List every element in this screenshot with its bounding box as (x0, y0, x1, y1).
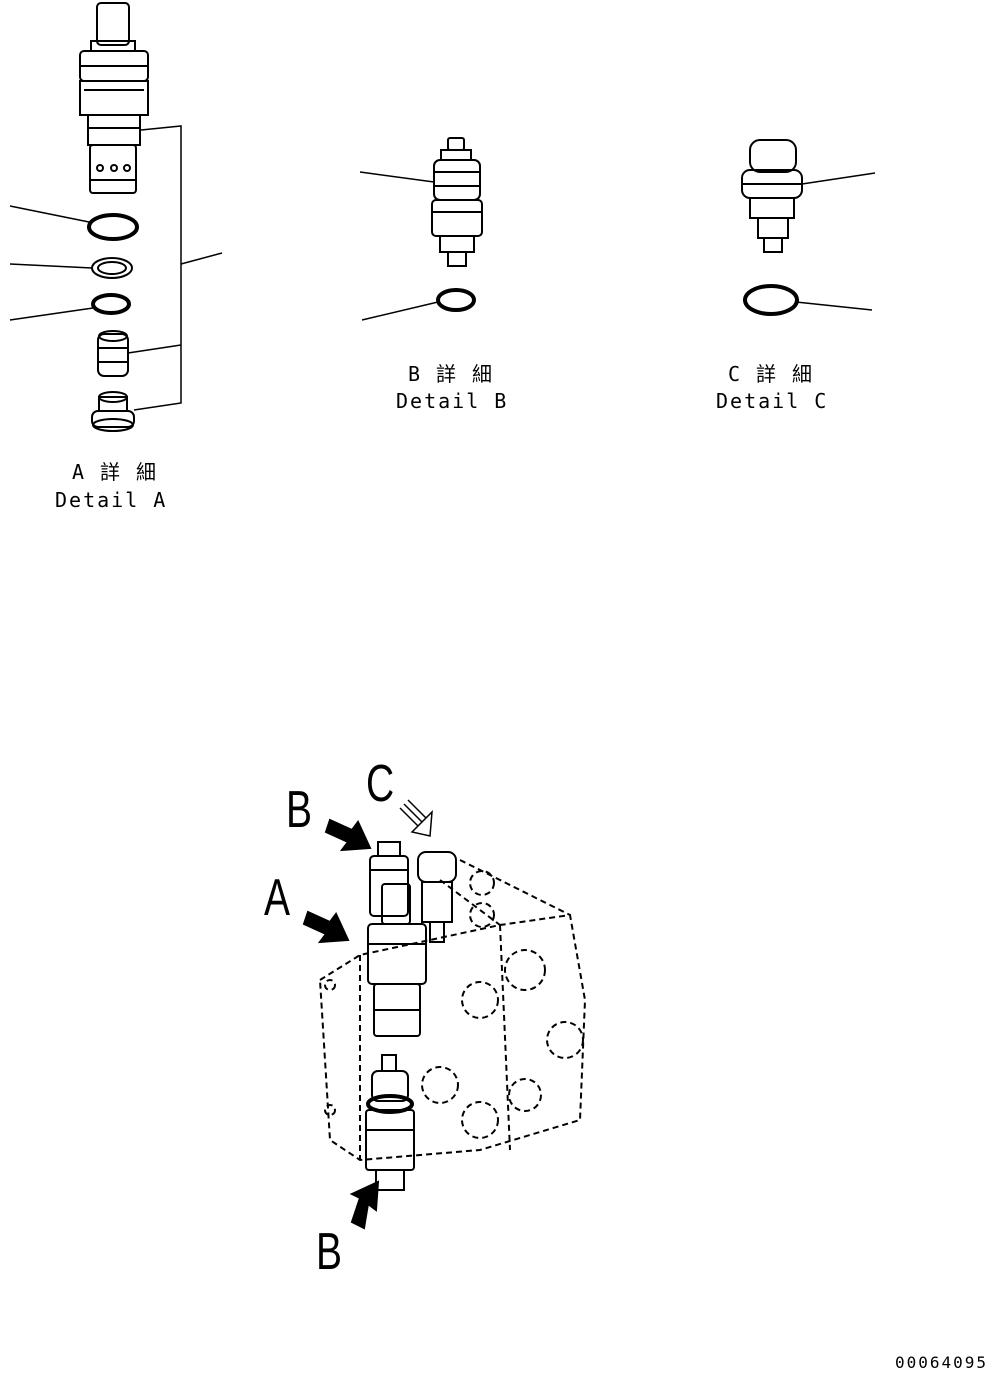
arrow-b-bottom-icon (349, 1180, 380, 1230)
detail-a-o-ring-2 (91, 293, 131, 315)
detail-a-leader-lines (9, 125, 223, 411)
detail-b-title-en: Detail B (396, 389, 509, 413)
callout-b-bottom: B (316, 1223, 343, 1281)
drawing-code: 00064095 (894, 1353, 988, 1372)
arrow-b-top-icon (324, 818, 372, 852)
arrow-a-icon (302, 910, 350, 944)
detail-b-o-ring (436, 288, 476, 312)
detail-b-valve (431, 137, 483, 267)
body-valve-b-bottom (365, 1054, 415, 1191)
callout-b-top: B (286, 781, 313, 839)
detail-a-valve (79, 2, 149, 194)
callout-a: A (264, 869, 291, 927)
callout-arrows (302, 818, 380, 1230)
detail-a-o-ring-1 (87, 213, 139, 241)
detail-b-leader-lines (359, 171, 439, 321)
detail-a-spool (97, 330, 129, 377)
detail-a-seat (91, 391, 135, 432)
detail-a-title-jp: A 詳 細 (71, 460, 159, 484)
body-valve-b-top (369, 841, 409, 917)
detail-a-backup-ring-inner (97, 261, 127, 275)
body-valve-a (367, 883, 427, 1037)
body-plug-c (417, 851, 457, 943)
detail-c-plug (741, 139, 803, 253)
detail-c-o-ring (743, 284, 799, 316)
valve-body (318, 859, 587, 1162)
detail-c-title-jp: C 詳 細 (727, 362, 815, 386)
callout-c: C (366, 755, 395, 813)
detail-b-title-jp: B 詳 細 (407, 362, 495, 386)
detail-c-title-en: Detail C (716, 389, 829, 413)
arrow-c-icon (399, 799, 433, 837)
detail-c-leader-lines (795, 172, 876, 311)
detail-a-title-en: Detail A (55, 488, 168, 512)
